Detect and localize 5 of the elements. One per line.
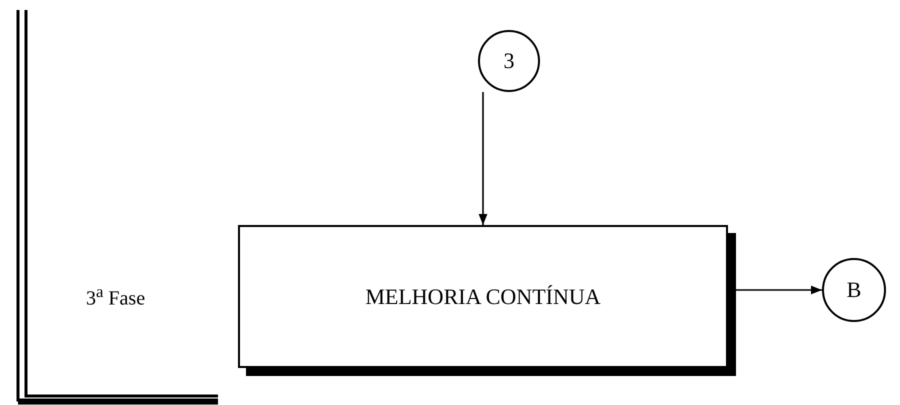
arrow [736,286,822,294]
connector-circle: 3 [478,30,540,92]
arrow [478,92,488,225]
phase-label: 3$^{a}$ Fase [86,282,146,311]
connector-circle: B [822,258,886,322]
